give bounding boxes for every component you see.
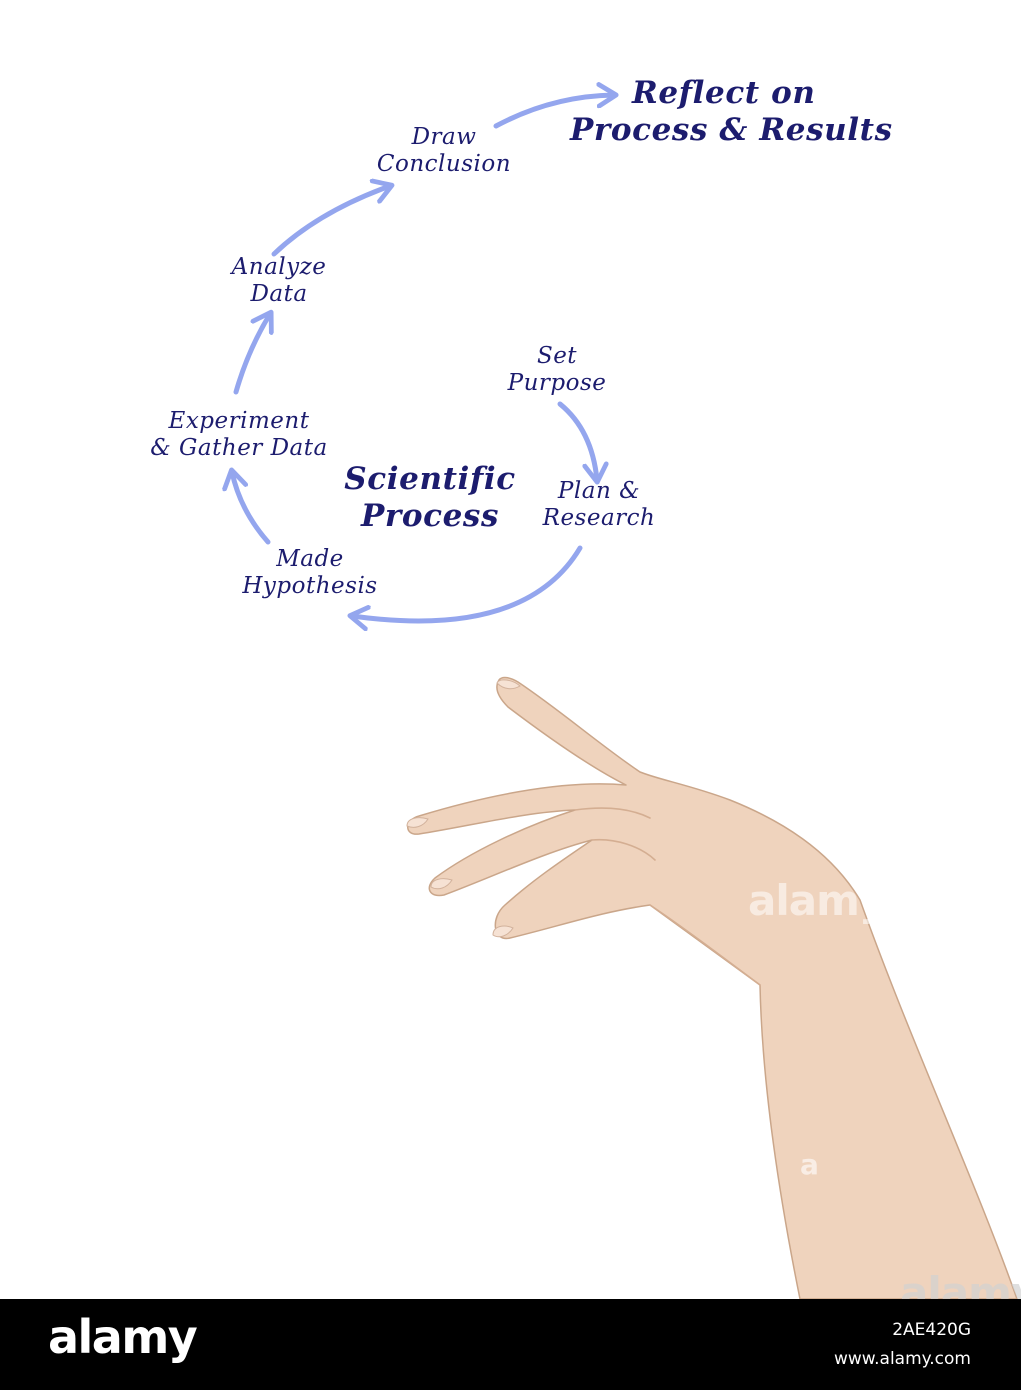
goal-line: Process & Results xyxy=(570,111,893,148)
step-line: Data xyxy=(250,281,308,308)
arrow-experiment-to-analyze xyxy=(233,314,270,395)
hand-and-forearm xyxy=(406,676,1018,1299)
diagram-title: Scientific Process xyxy=(330,461,530,534)
step-line: Analyze xyxy=(231,254,327,280)
step-line: Conclusion xyxy=(376,151,512,178)
step-line: Draw xyxy=(411,124,477,150)
title-line: Scientific xyxy=(344,461,516,497)
step-plan-research: Plan & Research xyxy=(526,478,672,532)
arrow-plan-to-hypothesis xyxy=(352,545,583,621)
step-set-purpose: Set Purpose xyxy=(498,343,616,397)
arrow-purpose-to-plan xyxy=(557,401,597,480)
step-line: Made xyxy=(276,546,344,572)
goal-line: Reflect on xyxy=(632,75,816,111)
arrow-hypothesis-to-experiment xyxy=(232,472,271,545)
goal-reflect: Reflect on Process & Results xyxy=(570,75,893,148)
watermark-mark: a xyxy=(800,1148,819,1181)
footer-bar xyxy=(0,1299,1021,1390)
footer-image-id: 2AE420G xyxy=(892,1320,971,1340)
step-line: Research xyxy=(542,505,656,532)
watermark-middle: alamy xyxy=(748,876,886,925)
step-made-hypothesis: Made Hypothesis xyxy=(228,546,392,600)
hand-image xyxy=(406,676,1018,1299)
cycle-arrows xyxy=(0,0,1021,700)
step-analyze-data: Analyze Data xyxy=(212,254,346,308)
title-line: Process xyxy=(360,497,500,534)
footer-logo: alamy xyxy=(48,1310,198,1364)
step-line: Set xyxy=(536,343,578,369)
step-line: & Gather Data xyxy=(150,435,328,462)
arrow-analyze-to-conclusion xyxy=(271,186,390,257)
step-line: Hypothesis xyxy=(242,573,378,600)
step-draw-conclusion: Draw Conclusion xyxy=(358,124,530,178)
step-line: Purpose xyxy=(507,370,607,397)
arrow-conclusion-to-reflect xyxy=(493,95,614,129)
photo-canvas: Set Purpose Plan & Research Made Hypothe… xyxy=(0,0,1021,1317)
step-experiment: Experiment & Gather Data xyxy=(128,408,350,462)
step-line: Experiment xyxy=(168,408,310,434)
step-line: Plan & xyxy=(557,478,641,504)
footer-url: www.alamy.com xyxy=(833,1349,971,1369)
